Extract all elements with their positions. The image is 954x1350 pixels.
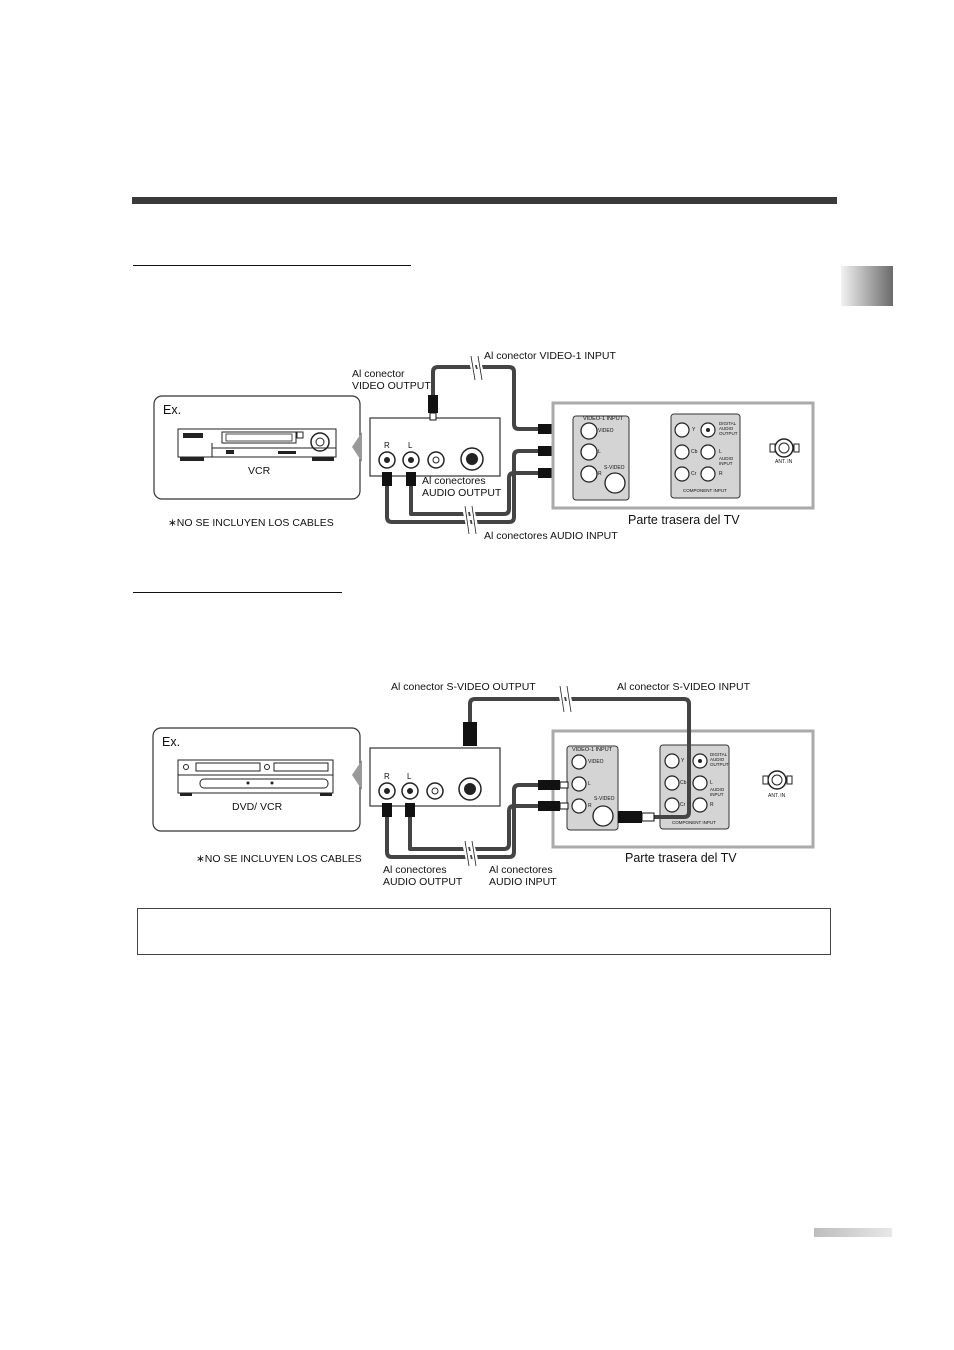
vcr-icon [177, 428, 337, 461]
ex-label-2: Ex. [162, 735, 181, 749]
to-video-output-line2: VIDEO OUTPUT [352, 380, 431, 392]
tv-rear-label-1: Parte trasera del TV [628, 513, 740, 527]
jack-r-label-2: R [384, 772, 390, 781]
to-audio-input-2-line1: Al conectores [489, 864, 553, 876]
tv-r-2: R [588, 803, 592, 809]
tv-r-1: R [598, 471, 602, 477]
to-audio-output-line1: Al conectores [422, 475, 486, 487]
dvd-vcr-label: DVD/ VCR [232, 801, 283, 813]
tv-l-1: L [598, 449, 601, 455]
cable-note-1: ∗NO SE INCLUYEN LOS CABLES [168, 517, 334, 529]
tv-video-1: VIDEO [598, 428, 614, 434]
tv-digital-audio-1c: OUTPUT [719, 431, 738, 436]
video-cable-1 [431, 365, 540, 431]
tv-audio-r-1: R [719, 471, 723, 477]
tv-l-2: L [588, 781, 591, 787]
tv-digital-audio-2c: OUTPUT [710, 762, 729, 767]
ex-label-1: Ex. [163, 403, 182, 417]
tv-ant-in-1: ANT. IN [775, 459, 793, 465]
dvd-vcr-icon [177, 759, 334, 796]
tv-audio-input-2b: INPUT [710, 792, 724, 797]
jack-l-label-1: L [408, 441, 413, 450]
tv-audio-l-1: L [719, 449, 722, 455]
tv-cr-2: Cr [680, 802, 686, 808]
audio-cable-r-1 [385, 449, 540, 524]
tv-digital-audio-1a: DIGITAL [719, 421, 737, 426]
tv-cb-2: Cb [680, 780, 687, 786]
header-rule [132, 197, 837, 204]
jack-r-label-1: R [384, 441, 390, 450]
to-audio-input-label-1: Al conectores AUDIO INPUT [484, 530, 618, 542]
ant-in-connector-1 [774, 438, 794, 458]
tv-audio-l-2: L [710, 780, 713, 786]
tv-cr-1: Cr [691, 471, 697, 477]
tv-video1-input-2: VIDEO-1 INPUT [572, 747, 613, 753]
to-audio-output-2-line2: AUDIO OUTPUT [383, 876, 463, 888]
audio-cable-l-1 [409, 471, 540, 516]
page-number-bar [814, 1228, 892, 1237]
tv-digital-audio-1b: AUDIO [719, 426, 734, 431]
audio-cable-l-2 [408, 804, 540, 851]
tv-audio-r-2: R [710, 802, 714, 808]
tv-digital-audio-2b: AUDIO [710, 757, 725, 762]
cable-note-2: ∗NO SE INCLUYEN LOS CABLES [196, 853, 362, 865]
tv-component-input-2: COMPONENT INPUT [672, 820, 716, 825]
to-audio-output-2-line1: Al conectores [383, 864, 447, 876]
tv-component-input-1: COMPONENT INPUT [683, 488, 727, 493]
audio-cable-r-2 [385, 783, 540, 859]
tv-video-2: VIDEO [588, 759, 604, 765]
section-underline-2 [133, 592, 342, 593]
tv-y-2: Y [681, 758, 685, 764]
tv-ant-in-2: ANT. IN [768, 793, 786, 799]
to-audio-input-2-line2: AUDIO INPUT [489, 876, 557, 888]
note-box [137, 908, 831, 955]
vcr-label: VCR [248, 465, 271, 477]
section-underline-1 [133, 265, 411, 266]
tv-y-1: Y [692, 427, 696, 433]
tv-video1-input-1: VIDEO-1 INPUT [583, 416, 624, 422]
callout-arrow-1 [352, 432, 362, 462]
to-svideo-input-label: Al conector S-VIDEO INPUT [617, 681, 751, 693]
connection-diagram-1 [153, 355, 815, 535]
tv-svideo-2: S-VIDEO [594, 796, 615, 802]
side-tab [841, 266, 893, 306]
to-video1-input-label: Al conector VIDEO-1 INPUT [484, 350, 616, 362]
ant-in-connector-2 [767, 770, 787, 790]
to-audio-output-line2: AUDIO OUTPUT [422, 487, 502, 499]
tv-cb-1: Cb [691, 449, 698, 455]
tv-svideo-1: S-VIDEO [604, 465, 625, 471]
to-video-output-line1: Al conector [352, 368, 405, 380]
plugs-2 [382, 722, 655, 823]
tv-audio-input-1a: AUDIO [719, 456, 734, 461]
tv-digital-audio-2a: DIGITAL [710, 752, 728, 757]
tv-audio-input-2a: AUDIO [710, 787, 725, 792]
tv-rear-label-2: Parte trasera del TV [625, 851, 737, 865]
to-svideo-output-label: Al conector S-VIDEO OUTPUT [391, 681, 536, 693]
connection-diagram-2 [152, 685, 815, 867]
svideo-cable [468, 697, 691, 819]
callout-arrow-2 [352, 760, 362, 790]
tv-audio-input-1b: INPUT [719, 461, 733, 466]
jack-l-label-2: L [407, 772, 412, 781]
